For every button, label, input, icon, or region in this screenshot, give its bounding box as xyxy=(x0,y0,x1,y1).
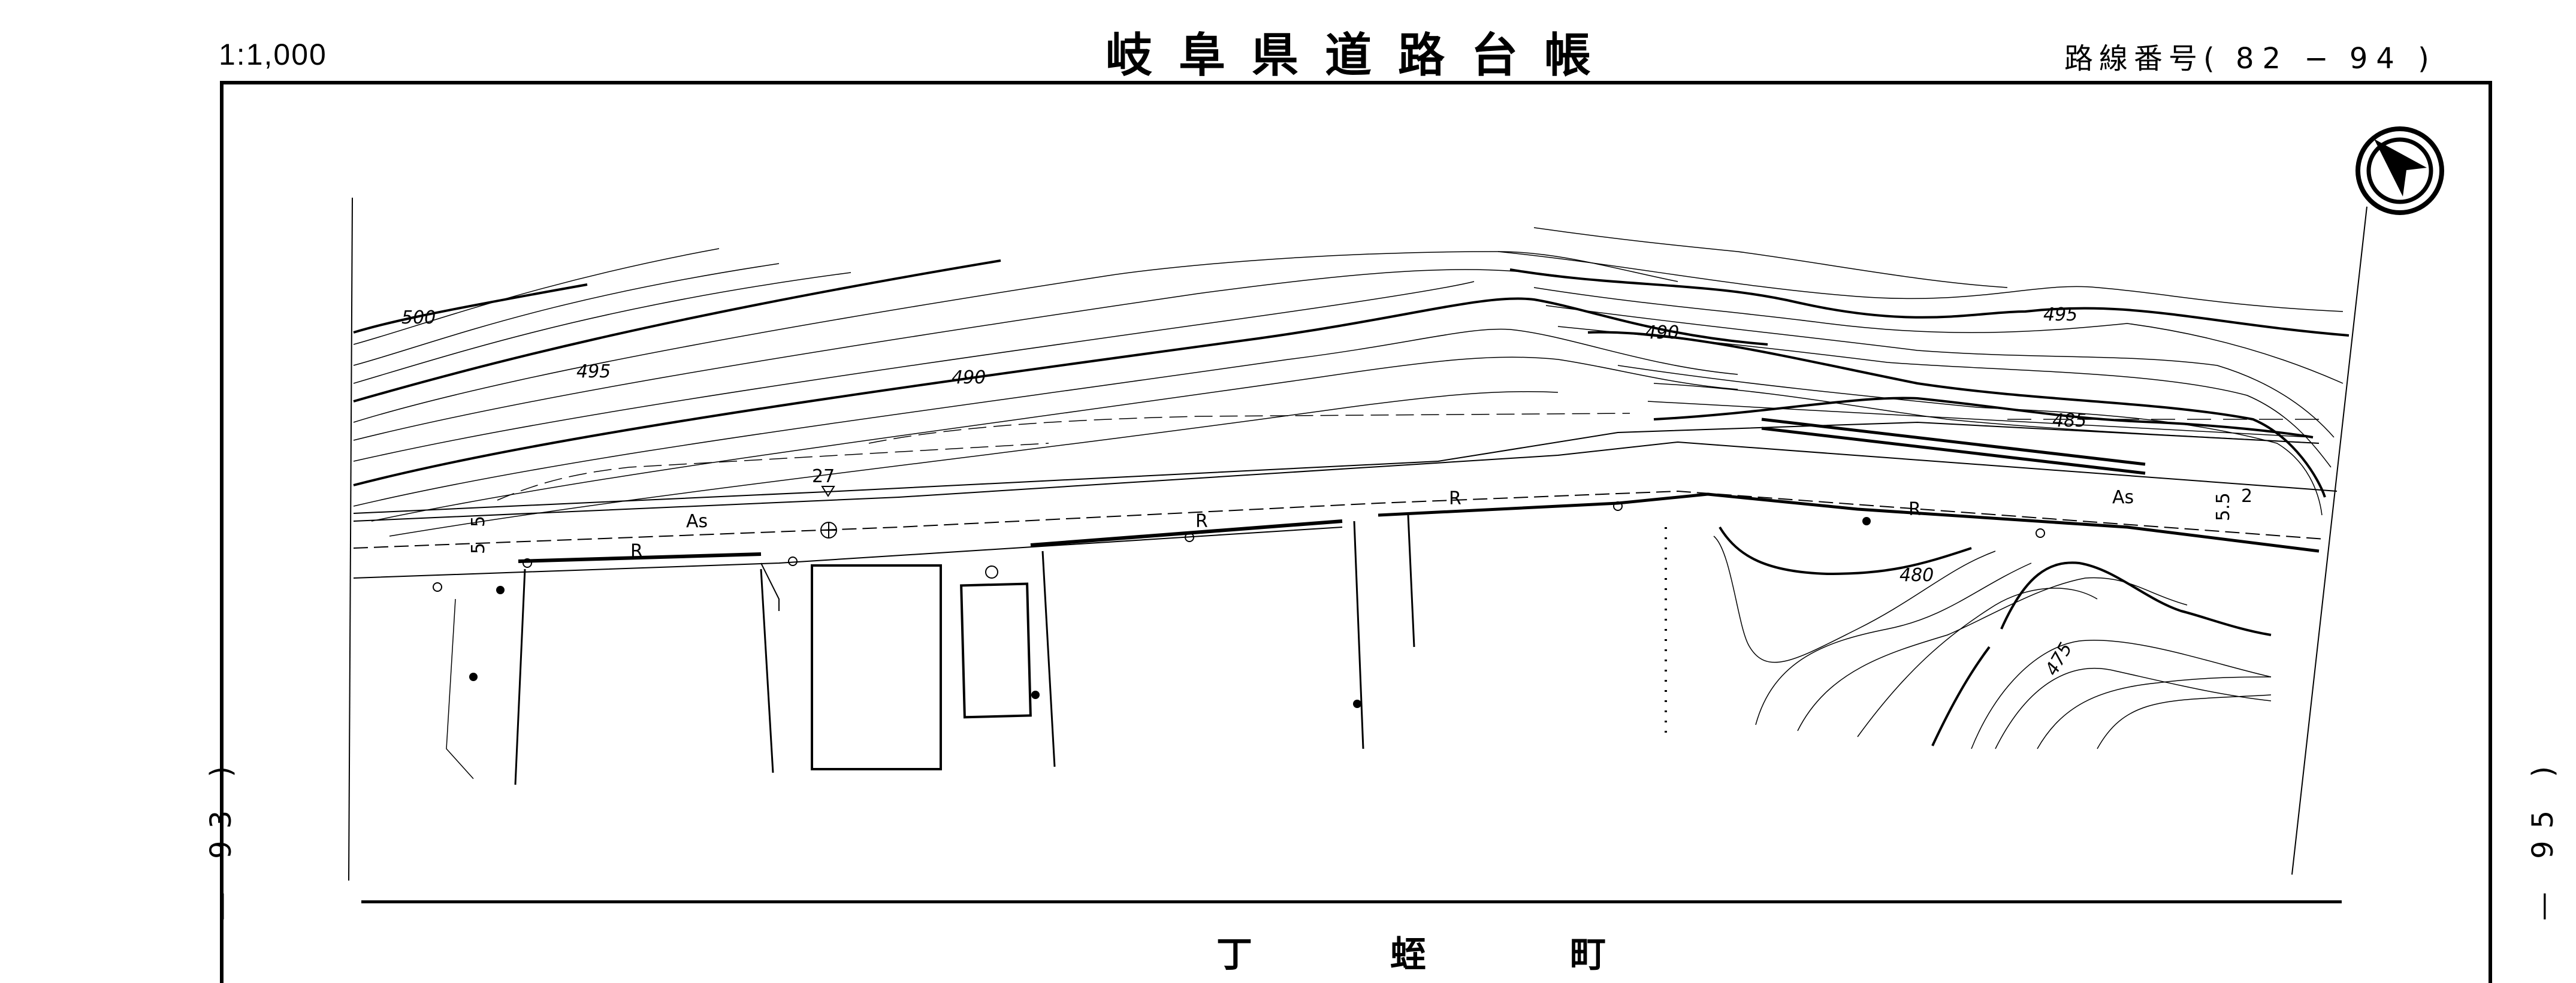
road-surface-label-right: As xyxy=(2112,487,2134,508)
map-right-edge xyxy=(2291,206,2367,875)
page-title: 岐阜県道路台帳 xyxy=(1106,29,1618,83)
route-to: 94 xyxy=(2349,42,2403,75)
width-label-left-a: 5 xyxy=(468,516,489,527)
curb-label-4: R xyxy=(1908,499,1921,520)
contour-label-490-right: 490 xyxy=(1645,322,1679,343)
road-surface-label-left: As xyxy=(686,511,708,532)
route-number: 路線番号( 82 − 94 ) xyxy=(2064,35,2435,77)
route-suffix: ) xyxy=(2418,42,2435,75)
map-scale: 1:1,000 xyxy=(219,38,327,71)
curb-label-1: R xyxy=(630,541,643,562)
station-number: 27 xyxy=(812,466,835,487)
contour-label-500: 500 xyxy=(401,307,436,328)
curb-label-2: R xyxy=(1195,511,1208,532)
route-from: 82 xyxy=(2236,42,2290,75)
contour-label-485: 485 xyxy=(2052,410,2086,431)
contour-label-495: 495 xyxy=(576,361,611,382)
contour-label-490: 490 xyxy=(952,367,986,388)
route-prefix: 路線番号( xyxy=(2064,42,2221,75)
route-separator: − xyxy=(2304,42,2335,75)
north-arrow-icon xyxy=(2355,126,2444,215)
map-bottom-line xyxy=(361,900,2342,903)
contour-lines xyxy=(353,248,1768,537)
width-label-left-b: 5 xyxy=(468,543,489,554)
map-left-edge xyxy=(348,197,353,881)
width-label-right: 5.5 xyxy=(2213,492,2234,521)
contour-label-495-right: 495 xyxy=(2043,304,2077,325)
map-frame xyxy=(220,81,2492,983)
contour-label-480: 480 xyxy=(1899,565,1934,586)
width-label-right-b: 2 xyxy=(2241,486,2252,507)
road-map: 500 495 490 490 495 485 480 475 As As R … xyxy=(348,126,2444,881)
curb-label-3: R xyxy=(1449,488,1461,509)
road xyxy=(353,413,2338,579)
contour-label-475: 475 xyxy=(2042,639,2077,679)
